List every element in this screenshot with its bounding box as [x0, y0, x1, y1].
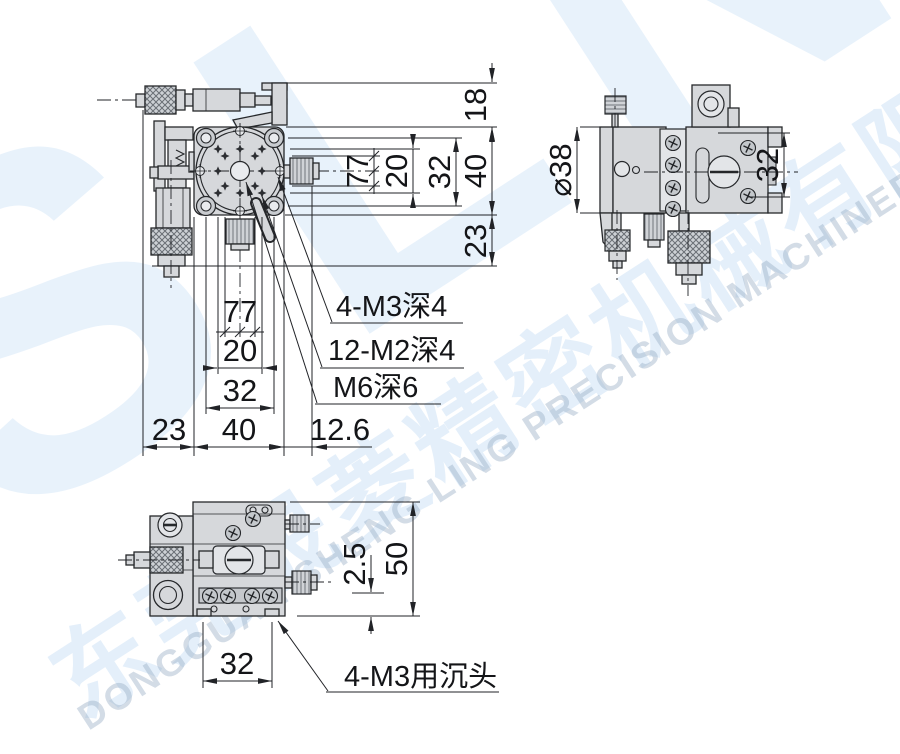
svg-text:32: 32 [220, 646, 254, 681]
callout-4-m3: 4-M3深4 [277, 176, 463, 324]
dim-front-32-vertical: 32 [422, 138, 459, 206]
dim-bottom-2-5: 2.5 [337, 542, 384, 634]
clamp-lever [250, 197, 276, 243]
adjust-knob-right [283, 157, 320, 185]
side-view-micrometers [599, 210, 711, 296]
adjust-knob-bottom [225, 218, 255, 251]
svg-text:18: 18 [458, 88, 493, 122]
micrometer-x-axis [97, 82, 288, 130]
dim-bottom-32: 32 [202, 622, 273, 688]
svg-text:4-M3深4: 4-M3深4 [336, 291, 447, 323]
svg-text:50: 50 [379, 542, 414, 576]
front-view: 18 40 23 32 20 77 77 20 32 [97, 63, 497, 456]
svg-text:2.5: 2.5 [337, 542, 372, 585]
svg-text:12-M2深4: 12-M2深4 [328, 335, 455, 367]
micrometer-y-axis [149, 120, 195, 288]
side-view: ⌀38 32 [543, 84, 798, 296]
dim-front-77-bottom: 77 [216, 294, 264, 338]
dim-bottom-50: 50 [290, 501, 420, 617]
dim-side-32: 32 [718, 132, 790, 198]
svg-text:20: 20 [223, 333, 257, 368]
dim-front-12-6: 12.6 [269, 412, 372, 450]
dim-front-77-vertical: 77 [340, 148, 380, 194]
svg-text:77: 77 [340, 154, 375, 188]
dim-front-23-bottom: 23 [143, 412, 194, 450]
callout-12-m2: 12-M2深4 [261, 195, 464, 369]
svg-text:M6深6: M6深6 [333, 372, 418, 404]
svg-text:⌀38: ⌀38 [543, 143, 578, 196]
center-hole-m6 [229, 160, 251, 182]
svg-text:23: 23 [458, 224, 493, 258]
svg-text:40: 40 [222, 412, 256, 447]
bottom-view-micrometers [118, 514, 332, 611]
svg-text:20: 20 [379, 154, 414, 188]
svg-text:4-M3用沉头: 4-M3用沉头 [344, 660, 497, 693]
callout-countersunk: 4-M3用沉头 [277, 620, 499, 693]
dim-front-40: 40 [458, 127, 495, 215]
dim-side-diameter-38: ⌀38 [543, 126, 602, 214]
side-view-top-bracket [604, 84, 740, 130]
dim-front-18: 18 [458, 63, 495, 147]
callout-m6: M6深6 [245, 181, 441, 405]
rotary-stage-platform [188, 123, 380, 340]
dim-front-20-bottom: 20 [203, 333, 277, 371]
dim-front-23: 23 [458, 215, 495, 266]
svg-text:32: 32 [422, 155, 457, 189]
dim-front-32-bottom: 32 [206, 373, 274, 411]
side-view-body [599, 126, 798, 218]
svg-text:23: 23 [152, 412, 186, 447]
dim-front-20-vertical: 20 [379, 134, 416, 208]
bottom-view: 50 2.5 32 4-M3用沉头 [118, 501, 499, 693]
dim-front-40-bottom: 40 [194, 412, 284, 450]
svg-text:12.6: 12.6 [310, 412, 370, 447]
svg-text:77: 77 [223, 294, 257, 329]
svg-text:32: 32 [223, 373, 257, 408]
svg-text:40: 40 [458, 154, 493, 188]
svg-text:32: 32 [750, 148, 785, 182]
